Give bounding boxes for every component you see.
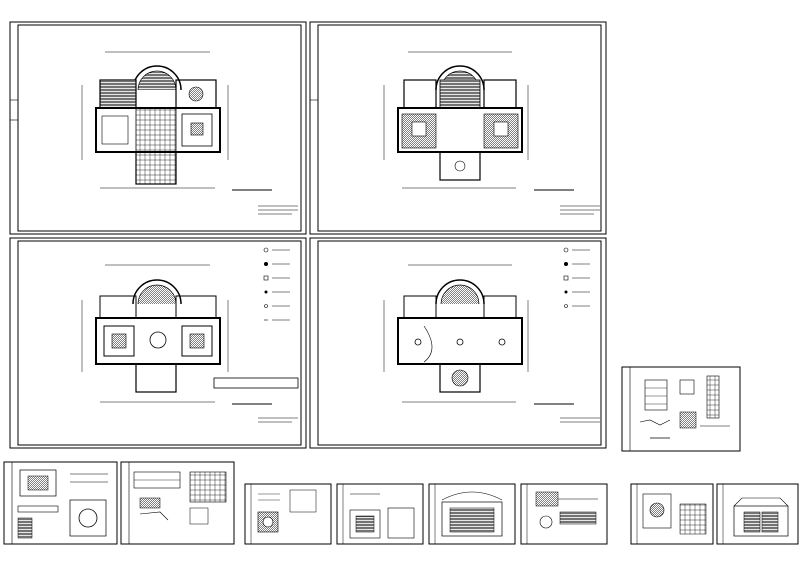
sheet-detail-b[interactable] — [3, 461, 118, 545]
sheet-detail-h[interactable] — [630, 483, 714, 545]
floor-plan-2f — [383, 51, 600, 215]
sheet-1f-layout[interactable] — [9, 21, 307, 235]
ceiling-legend-1f — [263, 247, 290, 321]
ceiling-plan-2f — [383, 247, 600, 423]
sheet-detail-c[interactable] — [120, 461, 235, 545]
ceiling-legend-2f — [563, 247, 590, 308]
sheet-detail-i[interactable] — [716, 483, 799, 545]
sheet-2f-layout[interactable] — [309, 21, 607, 235]
sheet-detail-e[interactable] — [336, 483, 424, 545]
sheet-2f-ceiling[interactable] — [309, 237, 607, 449]
ceiling-plan-1f — [81, 247, 299, 423]
sheet-detail-g[interactable] — [520, 483, 608, 545]
floor-plan-1f — [81, 51, 298, 215]
sheet-detail-f[interactable] — [428, 483, 516, 545]
sheet-1f-ceiling[interactable] — [9, 237, 307, 449]
sheet-detail-d[interactable] — [244, 483, 332, 545]
sheet-detail-a[interactable] — [621, 366, 741, 452]
